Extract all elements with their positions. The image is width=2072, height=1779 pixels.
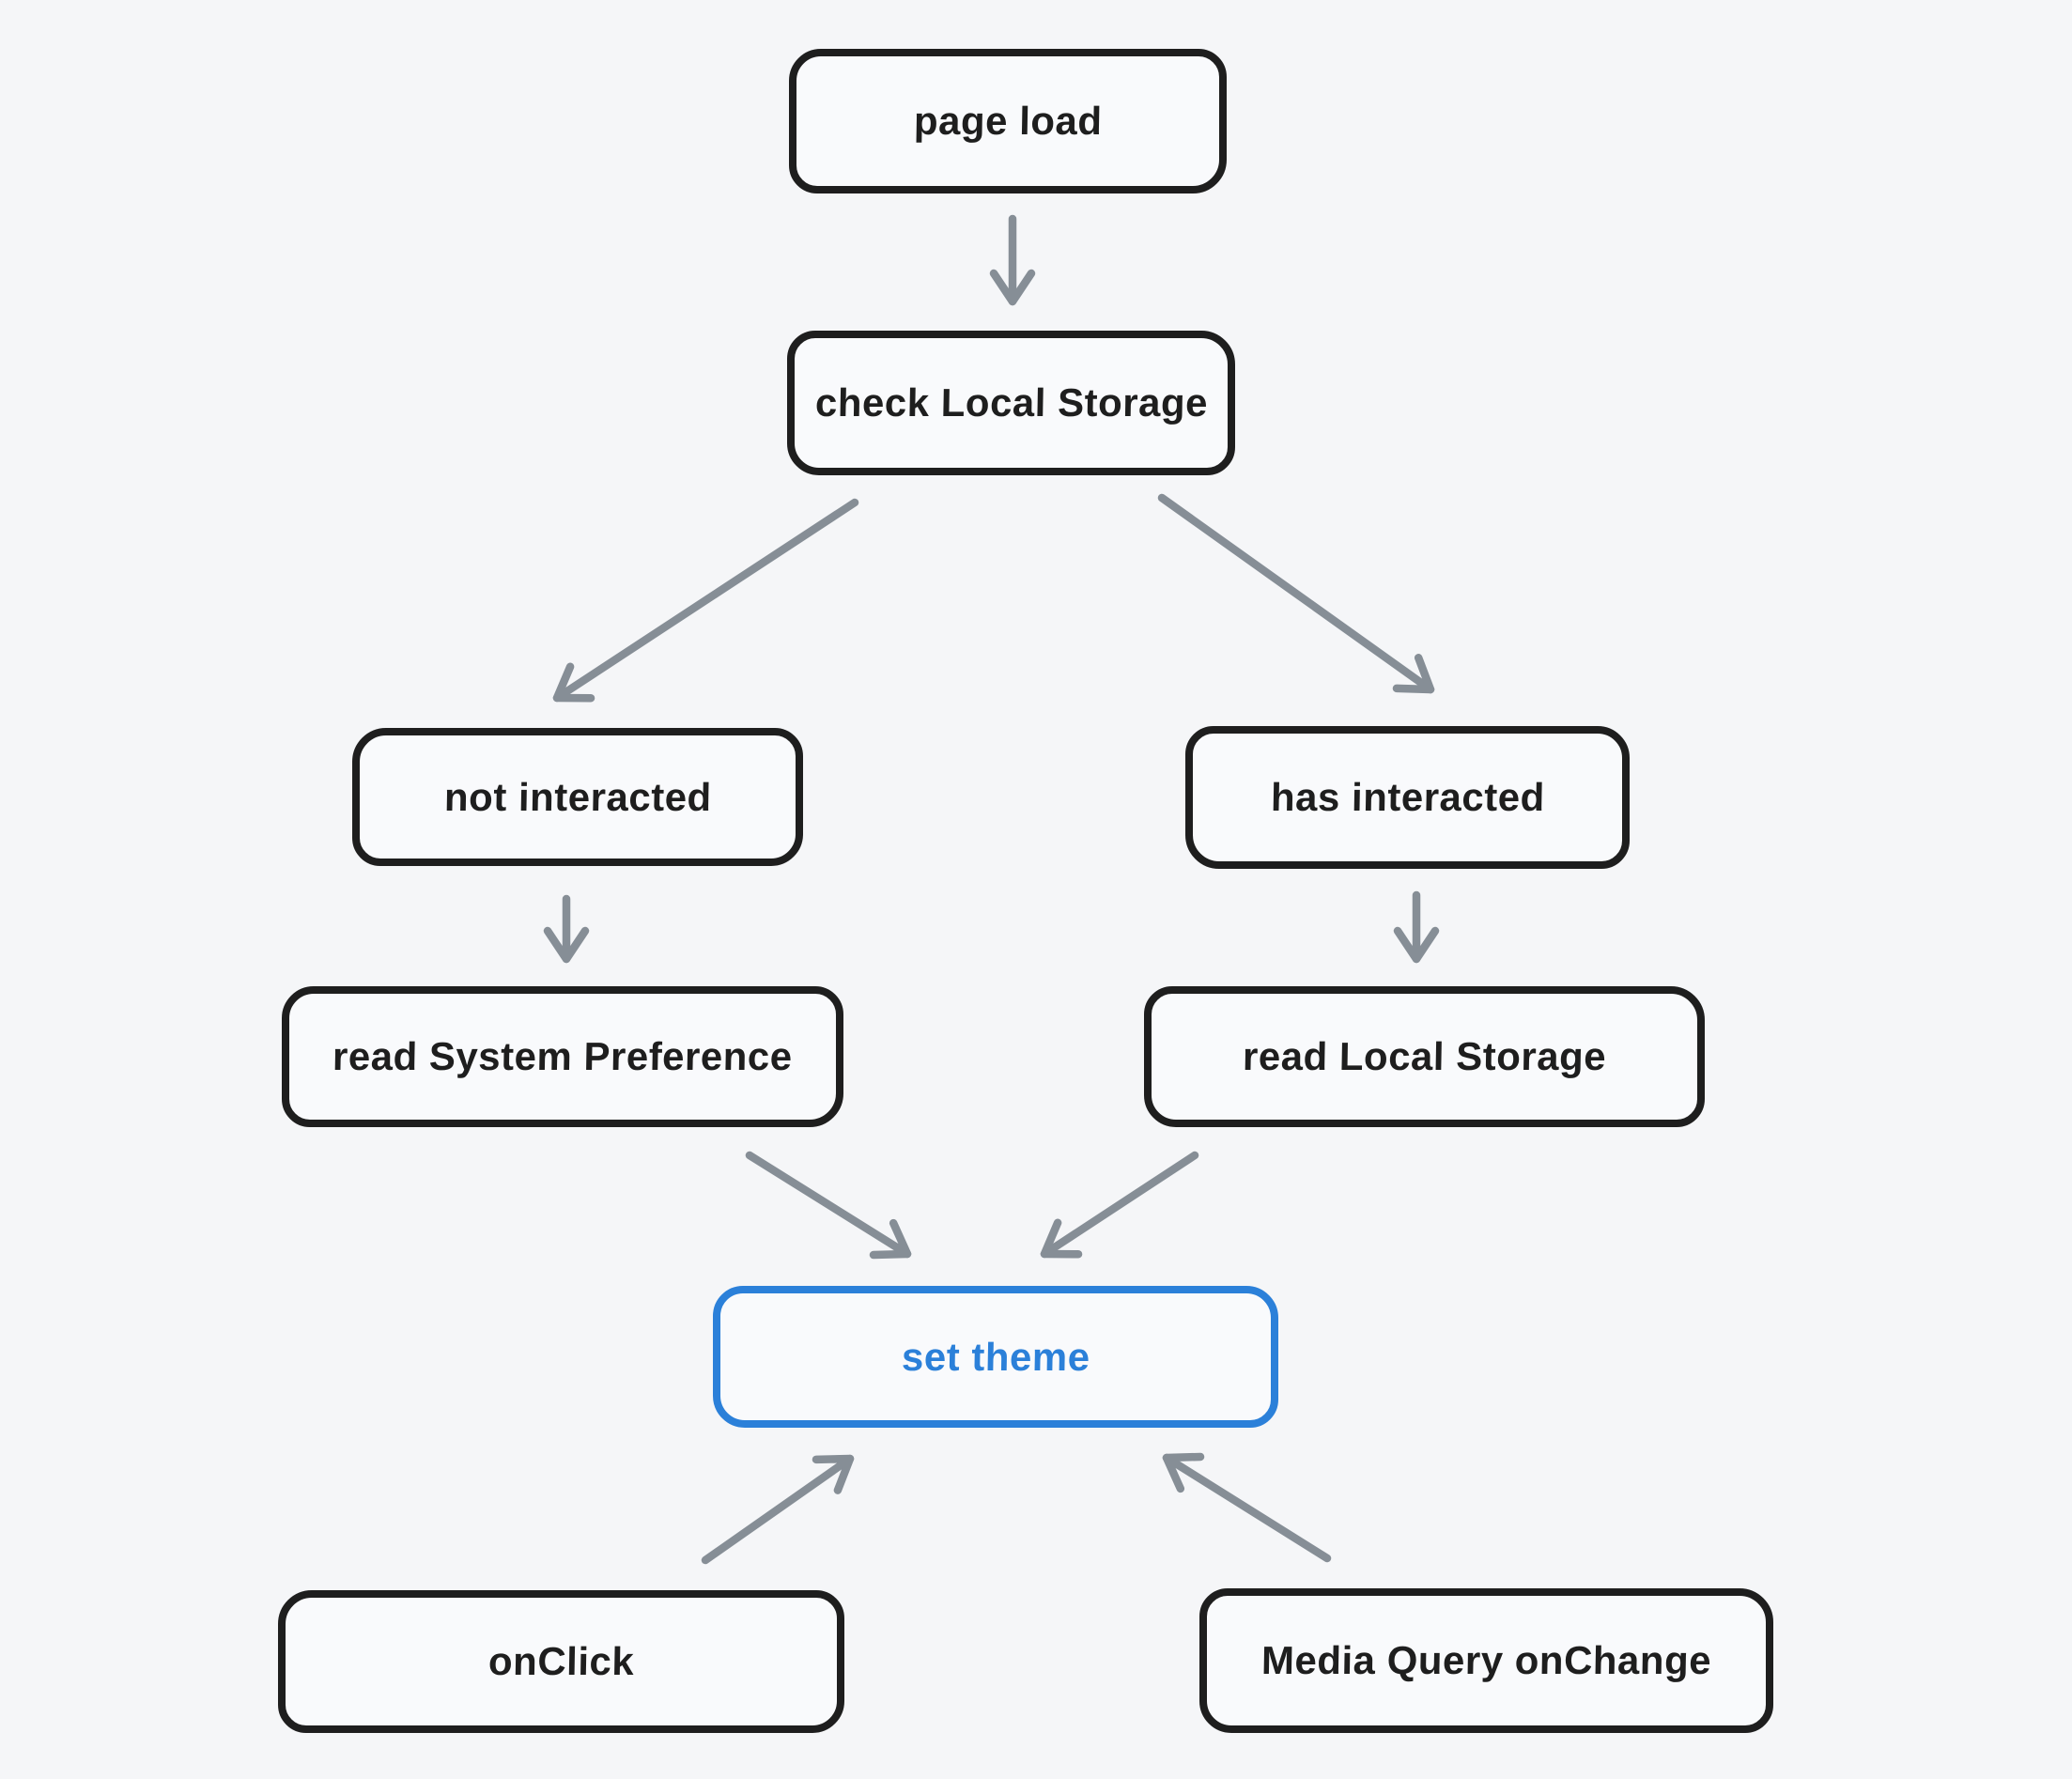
arrow-onclick-to-settheme bbox=[701, 1454, 855, 1565]
node-read-local-storage[interactable]: read Local Storage bbox=[1144, 986, 1705, 1127]
arrow-mediaqueryonchange-to-settheme bbox=[1162, 1452, 1332, 1563]
arrow-readsystempreference-to-settheme bbox=[745, 1151, 912, 1260]
node-read-system-preference[interactable]: read System Preference bbox=[282, 986, 843, 1127]
node-has-interacted[interactable]: has interacted bbox=[1185, 726, 1630, 869]
arrow-checklocalstorage-to-hasinteracted bbox=[1157, 493, 1435, 694]
node-check-local-storage-label: check Local Storage bbox=[814, 380, 1208, 425]
node-read-system-preference-label: read System Preference bbox=[332, 1034, 794, 1078]
node-set-theme-label: set theme bbox=[901, 1334, 1090, 1379]
node-read-local-storage-label: read Local Storage bbox=[1242, 1034, 1607, 1078]
node-set-theme[interactable]: set theme bbox=[713, 1286, 1278, 1428]
node-page-load[interactable]: page load bbox=[789, 49, 1227, 193]
node-not-interacted[interactable]: not interacted bbox=[352, 728, 803, 866]
node-media-query-onchange[interactable]: Media Query onChange bbox=[1199, 1588, 1773, 1733]
node-page-load-label: page load bbox=[913, 99, 1103, 143]
node-onclick[interactable]: onClick bbox=[278, 1590, 844, 1733]
arrow-checklocalstorage-to-notinteracted bbox=[552, 498, 859, 703]
node-onclick-label: onClick bbox=[487, 1639, 635, 1683]
node-check-local-storage[interactable]: check Local Storage bbox=[787, 331, 1235, 475]
arrow-readlocalstorage-to-settheme bbox=[1040, 1151, 1199, 1259]
node-media-query-onchange-label: Media Query onChange bbox=[1260, 1638, 1712, 1682]
node-has-interacted-label: has interacted bbox=[1270, 775, 1545, 819]
node-not-interacted-label: not interacted bbox=[443, 774, 712, 819]
